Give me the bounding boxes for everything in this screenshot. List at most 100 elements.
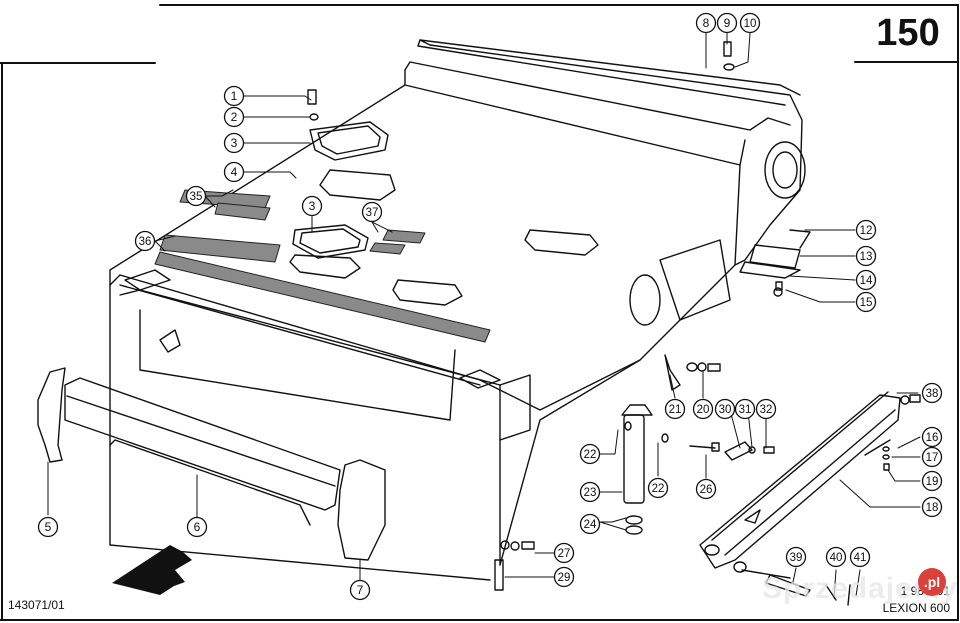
callout-37: 37: [361, 201, 383, 223]
callout-number: 18: [926, 502, 939, 514]
callout-14: 14: [855, 269, 877, 291]
model-name: LEXION 600: [882, 601, 950, 615]
callout-number: 13: [860, 251, 873, 263]
callout-number: 14: [860, 275, 873, 287]
callout-circle: [186, 516, 208, 538]
pin-set: [741, 569, 851, 606]
callout-38: 38: [921, 382, 943, 404]
callout-41: 41: [849, 546, 871, 568]
callout-18: 18: [921, 496, 943, 518]
callout-number: 15: [860, 297, 873, 309]
callout-circle: [695, 12, 717, 34]
callout-circle: [223, 132, 245, 154]
callout-24: 24: [579, 513, 601, 535]
drawing-number: 143071/01: [8, 598, 65, 612]
callout-31: 31: [734, 398, 756, 420]
callout-number: 8: [703, 16, 710, 30]
right-bracket: [337, 459, 386, 561]
callout-32: 32: [755, 398, 777, 420]
callout-6: 6: [186, 516, 208, 538]
callout-circle: [739, 12, 761, 34]
callout-2: 2: [223, 106, 245, 128]
callout-number: 2: [231, 110, 238, 124]
main-frame: [109, 39, 811, 581]
callout-number: 3: [309, 199, 316, 213]
callout-number: 23: [584, 487, 597, 499]
pads-and-strips: [154, 189, 491, 343]
callout-circle: [37, 516, 59, 538]
callout-circle: [921, 446, 943, 468]
page-number: 150: [876, 12, 940, 54]
callout-circle: [716, 12, 738, 34]
swing-arm: [699, 391, 901, 573]
callout-number: 3: [231, 136, 238, 150]
callout-16: 16: [921, 426, 943, 448]
callout-circle: [579, 481, 601, 503]
callout-8: 8: [695, 12, 717, 34]
callout-22: 22: [647, 477, 669, 499]
callout-circle: [664, 398, 686, 420]
callout-3: 3: [301, 195, 323, 217]
callout-circle: [553, 542, 575, 564]
callout-circle: [647, 477, 669, 499]
callout-circle: [855, 291, 877, 313]
page-frame: [0, 4, 959, 621]
callout-27: 27: [553, 542, 575, 564]
callout-35: 35: [185, 185, 207, 207]
callout-number: 27: [558, 548, 571, 560]
callout-1: 1: [223, 85, 245, 107]
callout-number: 4: [231, 165, 238, 179]
callout-number: 30: [719, 404, 732, 416]
callout-circle: [579, 513, 601, 535]
callout-number: 36: [139, 236, 152, 248]
callout-22: 22: [579, 443, 601, 465]
callout-39: 39: [785, 546, 807, 568]
callout-circle: [223, 106, 245, 128]
callout-23: 23: [579, 481, 601, 503]
callout-circle: [785, 546, 807, 568]
callout-circle: [223, 85, 245, 107]
callout-circle: [692, 398, 714, 420]
callout-3: 3: [223, 132, 245, 154]
callout-number: 26: [700, 484, 713, 496]
fasteners-top: [307, 41, 735, 121]
callout-5: 5: [37, 516, 59, 538]
callout-number: 35: [190, 191, 203, 203]
callout-number: 32: [760, 404, 773, 416]
callout-number: 6: [194, 520, 201, 534]
left-bracket: [37, 367, 66, 463]
callout-29: 29: [553, 566, 575, 588]
callout-number: 5: [45, 520, 52, 534]
callout-circle: [855, 219, 877, 241]
callout-20: 20: [692, 398, 714, 420]
callout-40: 40: [825, 546, 847, 568]
callout-circle: [921, 496, 943, 518]
callout-circle: [579, 443, 601, 465]
callout-number: 16: [926, 432, 939, 444]
callout-number: 24: [584, 519, 597, 531]
callout-circle: [755, 398, 777, 420]
callout-10: 10: [739, 12, 761, 34]
callout-number: 1: [231, 89, 238, 103]
callout-7: 7: [349, 579, 371, 601]
callout-number: 9: [724, 16, 731, 30]
callout-number: 31: [739, 404, 752, 416]
callout-number: 21: [669, 404, 682, 416]
callout-circle: [301, 195, 323, 217]
callout-number: 41: [854, 552, 867, 564]
callout-circle: [361, 201, 383, 223]
callout-number: 29: [558, 572, 571, 584]
cross-member: [64, 377, 341, 526]
callout-number: 10: [744, 18, 757, 30]
direction-arrow-icon: [112, 545, 192, 595]
callout-circle: [921, 382, 943, 404]
callout-circle: [921, 470, 943, 492]
callout-number: 38: [926, 388, 939, 400]
callout-number: 40: [830, 552, 843, 564]
leader-lines: [47, 32, 921, 599]
callout-circle: [695, 478, 717, 500]
callout-number: 22: [652, 483, 665, 495]
